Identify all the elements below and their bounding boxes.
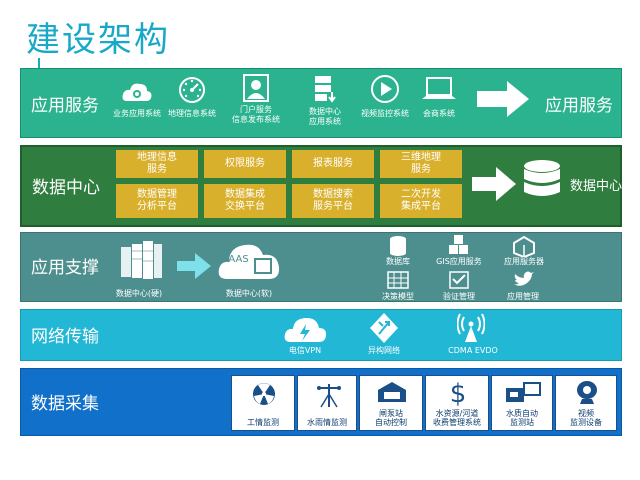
- app-item-5: 视频监控系统: [361, 109, 409, 118]
- arrow-right-icon: [177, 253, 211, 279]
- support-item-1: 数据库: [386, 257, 410, 266]
- antenna-icon: [457, 313, 485, 342]
- app-services-target: 应用服务: [545, 96, 613, 116]
- dc-cell-4: 三维地理 服务: [380, 150, 462, 178]
- arrow-right-icon: [477, 81, 529, 117]
- bird-icon: [514, 271, 534, 286]
- collection-item-1: 工情监测: [231, 375, 295, 431]
- laptop-icon: [422, 77, 456, 99]
- dc-cell-5: 数据管理 分析平台: [116, 184, 198, 218]
- checklist-icon: [449, 271, 469, 289]
- network-item-2: 异构网络: [368, 346, 400, 355]
- arrow-right-icon: [472, 167, 516, 201]
- collection-label-1: 工情监测: [247, 418, 279, 427]
- dc-cell-8: 二次开发 集成平台: [380, 184, 462, 218]
- weather-station-icon: [317, 384, 341, 408]
- software-label: 数据中心(软): [225, 289, 273, 298]
- app-services-label: 应用服务: [31, 96, 99, 116]
- dc-cell-1: 地理信息 服务: [116, 150, 198, 178]
- collection-item-6: 视频 监测设备: [555, 375, 617, 431]
- server-box-icon: [513, 235, 535, 257]
- dc-cell-7: 数据搜索 服务平台: [292, 184, 374, 218]
- network-arrows-icon: [370, 313, 398, 343]
- app-item-6: 会商系统: [423, 109, 455, 118]
- dial-icon: [179, 77, 205, 103]
- support-item-6: 应用管理: [507, 292, 539, 301]
- data-center-label: 数据中心: [32, 178, 100, 198]
- svg-text:$: $: [450, 379, 467, 406]
- server-download-icon: [315, 76, 336, 103]
- dc-cell-6: 数据集成 交换平台: [204, 184, 286, 218]
- dc-cell-3: 报表服务: [292, 150, 374, 178]
- data-center-target: 数据中心: [570, 179, 623, 194]
- lightning-cloud-icon: [284, 318, 327, 342]
- collection-item-5: 水质自动 监测站: [491, 375, 553, 431]
- network-label: 网络传输: [31, 327, 99, 347]
- play-icon: [371, 75, 399, 103]
- dollar-icon: $: [450, 379, 467, 406]
- support-item-4: 决策模型: [382, 292, 414, 301]
- collection-label-2: 水雨情监测: [307, 418, 347, 427]
- keyboard-icon: [387, 271, 409, 289]
- paas-label: PAAS: [223, 254, 249, 265]
- network-item-1: 电信VPN: [288, 346, 322, 355]
- data-center-band: 数据中心 地理信息 服务 权限服务 报表服务 三维地理 服务 数据管理 分析平台…: [20, 145, 622, 227]
- title-tick: [38, 58, 40, 70]
- pump-station-icon: [378, 382, 406, 402]
- app-item-2: 地理信息系统: [168, 109, 216, 118]
- database-icon: [390, 236, 406, 256]
- collection-item-2: 水雨情监测: [297, 375, 357, 431]
- app-item-1: 业务应用系统: [113, 109, 161, 118]
- gear-cloud-icon: [122, 83, 152, 101]
- network-band: 网络传输 电信VPN 异构网络 CDMA EVDO: [20, 309, 622, 361]
- dc-cell-2: 权限服务: [204, 150, 286, 178]
- server-stack-icon: [121, 241, 162, 279]
- collection-item-4: $ 水资源/河道 收费管理系统: [425, 375, 489, 431]
- support-item-2: GIS应用服务: [436, 257, 482, 266]
- app-support-label: 应用支撑: [31, 258, 99, 278]
- collection-label-6: 视频 监测设备: [570, 409, 602, 427]
- page-title: 建设架构: [26, 20, 170, 60]
- network-item-3: CDMA EVDO: [448, 346, 498, 355]
- person-portrait-icon: [243, 74, 269, 102]
- collection-band: 数据采集 工情监测 水雨情监测 闸泵站 自动控制 $ 水资源/河道 收费: [20, 368, 622, 436]
- hardware-label: 数据中心(硬): [115, 289, 163, 298]
- app-item-4: 数据中心 应用系统: [309, 107, 341, 126]
- collection-label-4: 水资源/河道 收费管理系统: [433, 409, 481, 427]
- app-item-3: 门户服务 信息发布系统: [232, 105, 280, 124]
- collection-label: 数据采集: [31, 394, 99, 414]
- database-icon: [524, 160, 560, 196]
- support-item-5: 验证管理: [443, 292, 475, 301]
- collection-label-3: 闸泵站 自动控制: [375, 409, 407, 427]
- radiation-icon: [253, 383, 275, 405]
- cubes-icon: [449, 235, 468, 254]
- paas-cloud-icon: [218, 244, 280, 279]
- camera-icon: [577, 381, 597, 404]
- support-item-3: 应用服务器: [504, 257, 544, 266]
- monitor-machine-icon: [506, 382, 541, 402]
- app-services-band: 应用服务 业务应用系统 地理信息系统 门户服务 信息发布系统 数据中心 应用系统…: [20, 68, 622, 138]
- app-support-band: 应用支撑 数据中心(硬) PAAS 数据中心(软) 数据库 GIS应用服务 应用…: [20, 232, 622, 302]
- collection-item-3: 闸泵站 自动控制: [359, 375, 423, 431]
- collection-label-5: 水质自动 监测站: [506, 409, 538, 427]
